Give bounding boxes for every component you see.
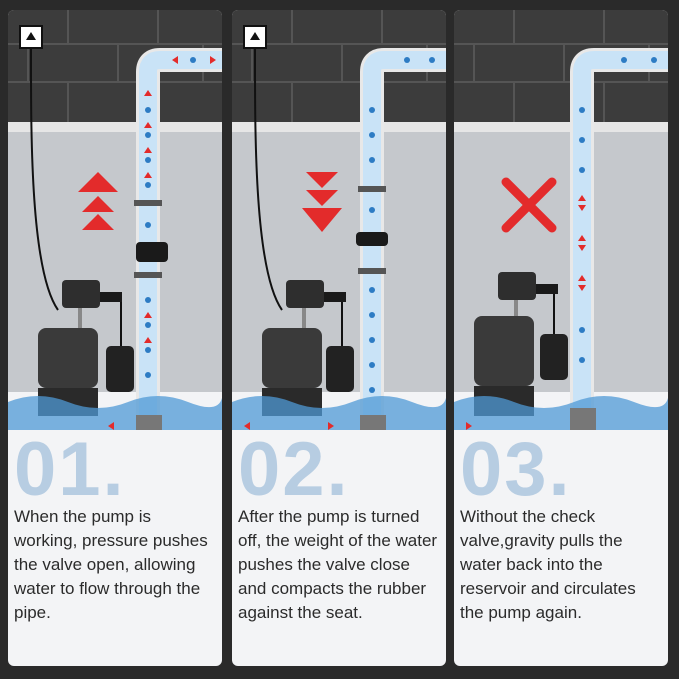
check-valve-icon — [136, 242, 168, 262]
panel-step-3: 03. Without the check valve,gravity pull… — [454, 10, 668, 666]
step-number: 02. — [238, 427, 350, 512]
down-arrow-icon — [302, 172, 342, 232]
step-description: Without the check valve,gravity pulls th… — [460, 507, 636, 622]
check-valve-icon — [356, 232, 388, 246]
up-arrow-icon — [78, 172, 118, 230]
pump-scene-3 — [454, 10, 668, 430]
step-description: When the pump is working, pressure pushe… — [14, 507, 208, 622]
pump-body — [38, 328, 98, 388]
pump-motor — [286, 280, 324, 308]
step-number: 01. — [14, 427, 126, 512]
float-switch — [106, 346, 134, 392]
panel-step-1: 01. When the pump is working, pressure p… — [8, 10, 222, 666]
pump-scene-1 — [8, 10, 222, 430]
step-description: After the pump is turned off, the weight… — [238, 507, 438, 622]
float-switch — [540, 334, 568, 380]
pump-motor — [498, 272, 536, 300]
float-switch — [326, 346, 354, 392]
pump-motor — [62, 280, 100, 308]
pump-scene-2 — [232, 10, 446, 430]
panel-step-2: 02. After the pump is turned off, the we… — [232, 10, 446, 666]
pump-body — [474, 316, 534, 386]
step-number: 03. — [460, 427, 572, 512]
red-x-icon — [501, 177, 557, 233]
pump-body — [262, 328, 322, 388]
